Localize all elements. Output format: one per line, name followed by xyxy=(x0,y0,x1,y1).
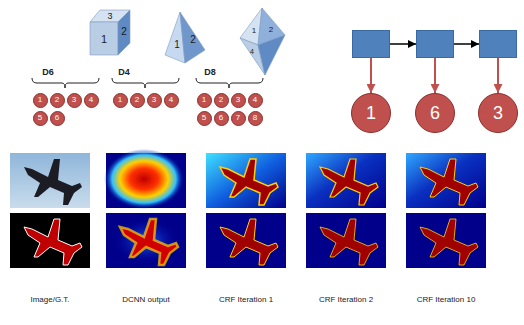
outcome-circle: 8 xyxy=(248,111,263,126)
node-text: 3 xyxy=(493,104,503,122)
outcome-circle: 2 xyxy=(50,93,65,108)
node-text: 3 xyxy=(236,96,240,104)
dcnn-heatmap xyxy=(104,149,186,209)
die-face-number: 2 xyxy=(269,26,273,34)
die-face-number: 1 xyxy=(252,27,256,35)
die-name: D6 xyxy=(42,68,54,77)
state-circle: 3 xyxy=(478,93,518,133)
outcome-circle: 5 xyxy=(33,111,48,126)
node-text: 1 xyxy=(118,96,122,104)
outcome-circle: 1 xyxy=(113,93,128,108)
crf-iteration-map xyxy=(206,153,286,208)
arrow-connector xyxy=(454,43,479,45)
brace xyxy=(32,78,263,88)
state-circle: 6 xyxy=(415,93,455,133)
crf-iteration-map xyxy=(406,213,486,268)
arrow-connector xyxy=(434,58,436,93)
die-face-number: 4 xyxy=(250,48,254,55)
caption: CRF Iteration 1 xyxy=(219,296,273,304)
node-text: 2 xyxy=(55,96,59,104)
node-text: 4 xyxy=(253,96,257,104)
outcome-circle: 4 xyxy=(84,93,99,108)
die-face-number: 2 xyxy=(190,35,196,45)
outcome-circle: 2 xyxy=(214,93,229,108)
input-image xyxy=(10,153,90,208)
crf-iteration-map xyxy=(306,213,386,268)
outcome-circle: 1 xyxy=(33,93,48,108)
process-box xyxy=(416,30,454,58)
d4-tetrahedron xyxy=(165,12,205,63)
outcome-circle: 6 xyxy=(50,111,65,126)
caption: CRF Iteration 2 xyxy=(319,296,373,304)
arrow-connector xyxy=(497,58,499,93)
crf-iteration-map xyxy=(306,153,386,208)
d8-octahedron xyxy=(240,8,285,75)
node-text: 7 xyxy=(236,114,240,122)
node-text: 4 xyxy=(169,96,173,104)
crf-iteration-map xyxy=(406,153,486,208)
process-box xyxy=(479,30,517,58)
dcnn-heatmap xyxy=(106,213,186,268)
node-text: 2 xyxy=(219,96,223,104)
process-box xyxy=(352,30,390,58)
node-text: 5 xyxy=(38,114,42,122)
node-text: 1 xyxy=(202,96,206,104)
outcome-circle: 4 xyxy=(248,93,263,108)
die-face-number: 1 xyxy=(174,40,180,50)
d6-cube xyxy=(90,10,130,55)
outcome-circle: 3 xyxy=(147,93,162,108)
outcome-circle: 2 xyxy=(130,93,145,108)
outcome-circle: 7 xyxy=(231,111,246,126)
node-text: 1 xyxy=(38,96,42,104)
node-text: 8 xyxy=(253,114,257,122)
outcome-circle: 4 xyxy=(164,93,179,108)
node-text: 6 xyxy=(430,104,440,122)
outcome-circle: 6 xyxy=(214,111,229,126)
outcome-circle: 5 xyxy=(197,111,212,126)
die-name: D4 xyxy=(118,68,130,77)
node-text: 6 xyxy=(219,114,223,122)
node-text: 3 xyxy=(72,96,76,104)
ground-truth xyxy=(10,213,90,268)
caption: Image/G.T. xyxy=(30,296,69,304)
node-text: 4 xyxy=(89,96,93,104)
arrow-connector xyxy=(370,58,372,93)
die-face-number: 3 xyxy=(107,12,112,21)
caption: CRF Iteration 10 xyxy=(417,296,476,304)
crf-iteration-map xyxy=(206,213,286,268)
arrow-connector xyxy=(390,43,416,45)
node-text: 3 xyxy=(152,96,156,104)
die-face-number: 2 xyxy=(121,27,127,37)
state-circle: 1 xyxy=(351,93,391,133)
die-name: D8 xyxy=(204,68,216,77)
node-text: 6 xyxy=(55,114,59,122)
outcome-circle: 1 xyxy=(197,93,212,108)
node-text: 1 xyxy=(366,104,376,122)
outcome-circle: 3 xyxy=(67,93,82,108)
node-text: 2 xyxy=(135,96,139,104)
caption: DCNN output xyxy=(122,296,170,304)
die-face-number: 1 xyxy=(101,34,107,45)
node-text: 5 xyxy=(202,114,206,122)
outcome-circle: 3 xyxy=(231,93,246,108)
